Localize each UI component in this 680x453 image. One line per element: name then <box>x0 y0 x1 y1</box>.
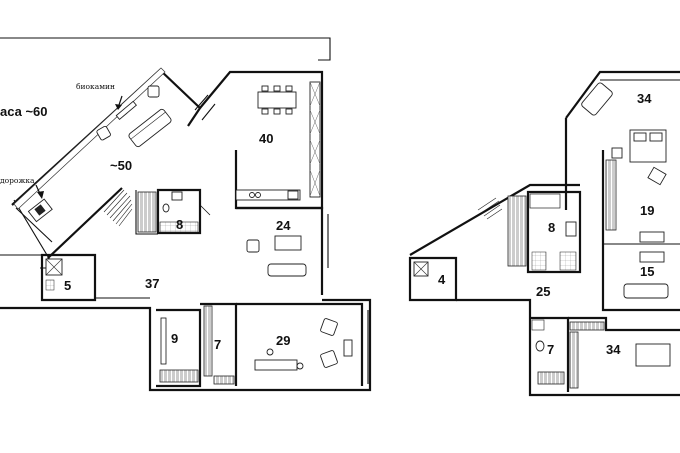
upper-hall-stairs <box>409 183 582 274</box>
room-area-label: 15 <box>640 264 654 279</box>
wardrobe-rooms <box>156 302 238 388</box>
living-room <box>236 206 329 295</box>
master-bedroom-room <box>564 70 680 210</box>
room-area-label: 8 <box>548 220 555 235</box>
desk-icon <box>639 231 665 243</box>
room-area-label: 40 <box>259 131 273 146</box>
sofa-icon <box>267 263 307 277</box>
lower-hall-right <box>456 298 680 397</box>
armchair-icon <box>320 318 338 336</box>
armchair-icon <box>96 125 111 141</box>
fireplace-icon <box>115 100 137 121</box>
coffee-table-icon <box>274 235 302 251</box>
room-area-label: 37 <box>145 276 159 291</box>
room-area-label: 34 <box>637 91 652 106</box>
bedroom-room <box>236 302 369 386</box>
room-area-label: 25 <box>536 284 550 299</box>
left-floor-plan: аса ~60 биокамин дорожка ~50 40 8 24 5 3… <box>0 37 372 392</box>
hallway <box>0 297 372 392</box>
bed-icon <box>629 129 667 163</box>
sofa-icon <box>623 283 669 299</box>
room-area-label: 8 <box>176 217 183 232</box>
armchair-icon <box>320 350 338 368</box>
room-area-label: 29 <box>276 333 290 348</box>
biofireplace-annotation: биокамин <box>76 82 115 91</box>
kitchen-counter <box>235 189 301 201</box>
staircase <box>103 189 133 227</box>
treadmill-annotation: дорожка <box>0 176 35 185</box>
dining-kitchen-room <box>194 70 324 210</box>
coffee-table-icon <box>635 343 671 367</box>
laundry-room <box>40 253 97 302</box>
annotation-arrows <box>35 95 123 199</box>
armchair-icon <box>246 239 260 253</box>
sofa-icon <box>128 108 172 148</box>
room-area-label: ~50 <box>110 158 132 173</box>
right-floor-plan: 34 8 19 4 25 15 7 34 <box>408 70 680 397</box>
room-area-label: 34 <box>606 342 621 357</box>
room-area-label: 19 <box>640 203 654 218</box>
armchair-icon <box>147 85 160 98</box>
room-area-label: 9 <box>171 331 178 346</box>
desk-icon <box>254 359 298 371</box>
sofa-icon <box>581 82 613 116</box>
bedrooms-right <box>601 150 680 312</box>
room-area-label: 24 <box>276 218 291 233</box>
bathroom-room <box>156 188 211 235</box>
closet <box>135 190 158 235</box>
treadmill-icon <box>27 198 53 223</box>
dining-table-icon <box>257 85 297 115</box>
room-area-label: 4 <box>438 272 446 287</box>
room-area-label: 7 <box>214 337 221 352</box>
terrace-label: аса ~60 <box>0 104 48 119</box>
laundry-room-right <box>408 256 458 302</box>
room-area-label: 5 <box>64 278 71 293</box>
room-area-label: 7 <box>547 342 554 357</box>
living-room-angled <box>11 67 202 259</box>
